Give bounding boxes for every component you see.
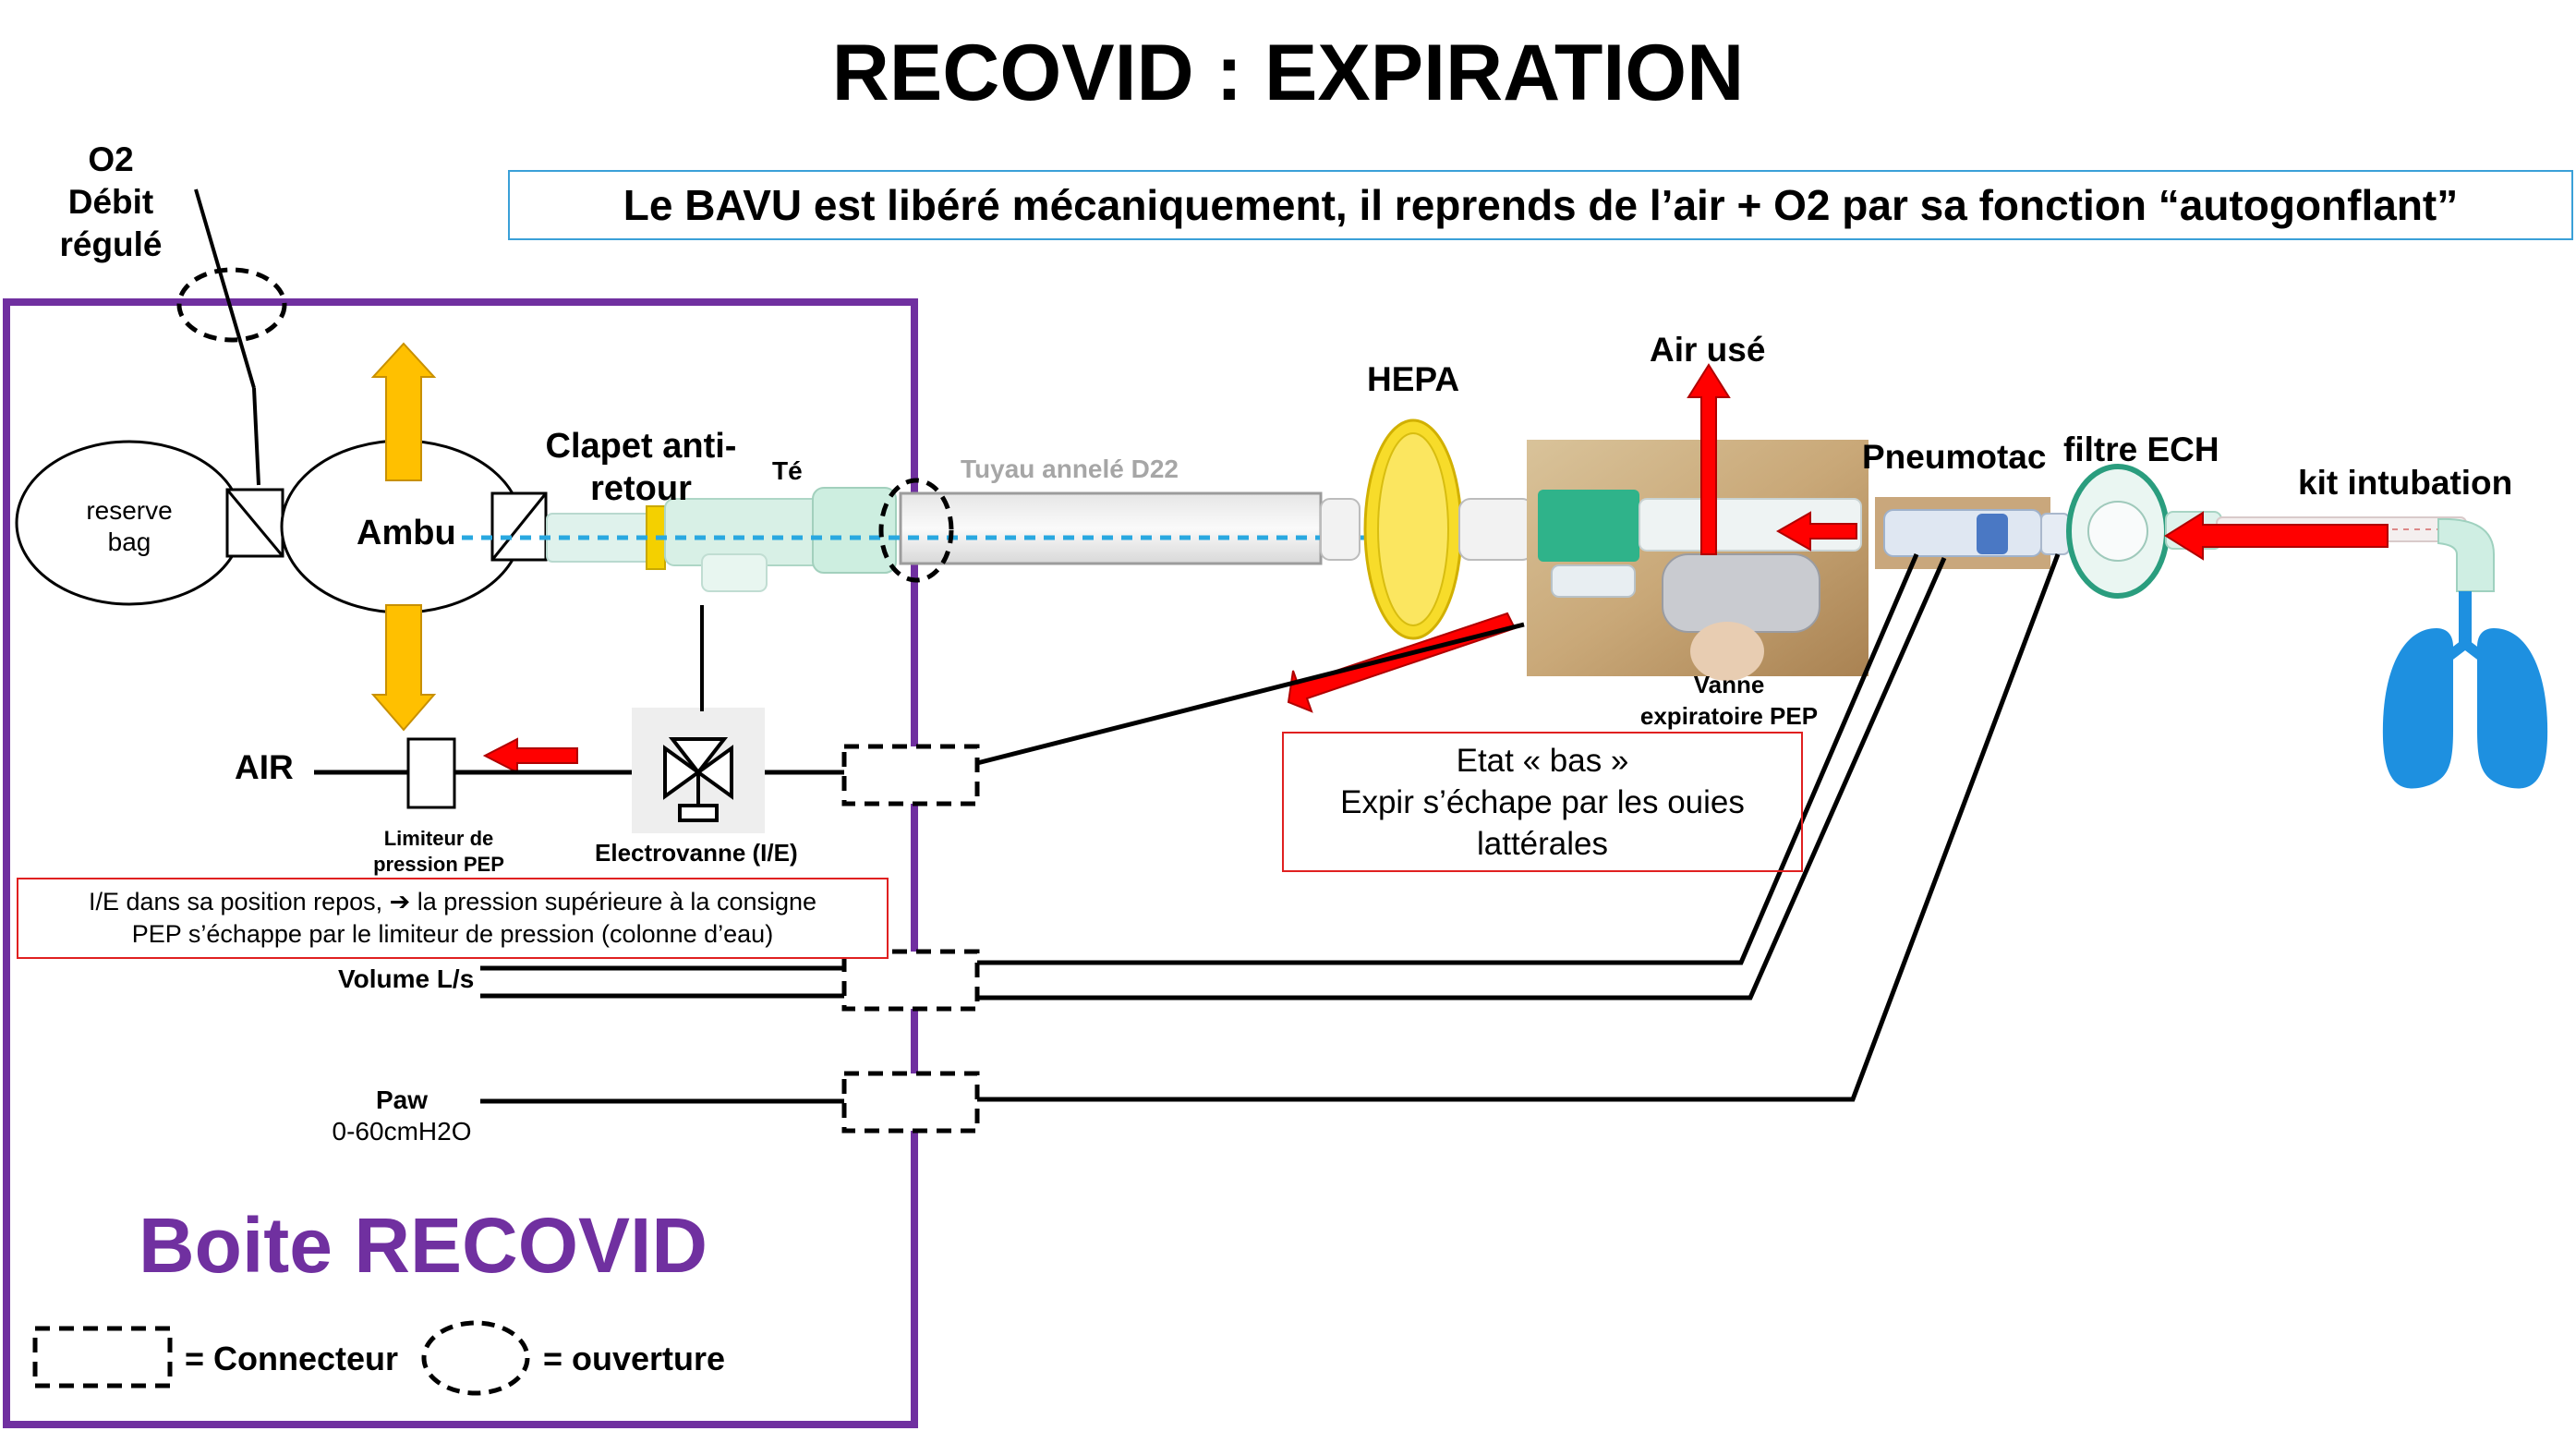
limiteur-label-line2: pression PEP <box>373 853 504 876</box>
kit-elbow <box>2437 517 2495 592</box>
electrovanne-symbol <box>663 737 733 822</box>
hepa-body <box>1320 498 1361 561</box>
hepa-outlet <box>1458 498 1534 561</box>
red-arrow-valve <box>1775 511 1857 552</box>
legend-connecteur-label: = Connecteur <box>185 1340 399 1377</box>
o2-line-lower <box>252 387 260 486</box>
te-connector <box>812 487 897 574</box>
line-valve-to-connector <box>976 622 1525 766</box>
vanne-label-line1: Vanne <box>1693 671 1765 698</box>
yellow-arrow-down <box>370 604 437 732</box>
vanne-label: Vanne expiratoire PEP <box>1618 669 1840 732</box>
line-volume-out-2 <box>977 556 1947 1000</box>
filtre-ech-label: filtre ECH <box>2063 431 2219 468</box>
etat-note-line1: Etat « bas » <box>1456 742 1629 779</box>
ie-note-line1: I/E dans sa position repos, ➔ la pressio… <box>88 888 817 916</box>
etat-note-line3: lattérales <box>1476 825 1609 862</box>
connector-paw <box>841 1071 980 1134</box>
recovid-box <box>3 298 918 1428</box>
hepa-filter-inner <box>1377 432 1449 626</box>
connector-electrovanne <box>841 744 980 806</box>
pneumotac-outlet <box>2040 513 2070 555</box>
limiteur-label-line1: Limiteur de <box>383 827 494 850</box>
reserve-bag-label-line2: bag <box>107 528 151 556</box>
vanne-label-line2: expiratoire PEP <box>1639 702 1819 730</box>
yellow-arrow-up <box>370 342 437 481</box>
ech-filter-center <box>2087 501 2148 562</box>
legend-connecteur-shape <box>32 1326 173 1389</box>
clapet-label-line1: Clapet anti- <box>545 427 737 466</box>
o2-opening <box>176 267 287 343</box>
corrugated-tube <box>899 491 1323 565</box>
reserve-bag-label: reserve bag <box>55 495 203 558</box>
paw-label: Paw 0-60cmH2O <box>314 1085 490 1147</box>
valve-photo-finger <box>1690 622 1764 681</box>
red-arrow-kit <box>2164 511 2389 561</box>
air-label: AIR <box>235 748 294 786</box>
volume-label: Volume L/s <box>338 964 475 993</box>
paw-label-line1: Paw <box>375 1085 429 1114</box>
etat-note-line2: Expir s’échape par les ouies <box>1340 783 1745 820</box>
kit-intubation-label: kit intubation <box>2298 464 2513 502</box>
limiteur-label: Limiteur de pression PEP <box>351 826 526 878</box>
o2-label-line1: O2 <box>88 140 134 178</box>
line-paw-out <box>977 553 2061 1102</box>
reserve-bag-label-line1: reserve <box>86 496 173 525</box>
subtitle-text: Le BAVU est libéré mécaniquement, il rep… <box>623 181 2459 229</box>
subtitle-box: Le BAVU est libéré mécaniquement, il rep… <box>508 170 2573 240</box>
o2-label: O2 Débit régulé <box>55 139 166 266</box>
box-title: Boite RECOVID <box>139 1202 708 1289</box>
line-volume-out-1 <box>977 553 1919 965</box>
legend-ouverture-shape <box>421 1320 530 1396</box>
page-title: RECOVID : EXPIRATION <box>831 29 1745 117</box>
te-label: Té <box>772 456 803 485</box>
legend-ouverture-label: = ouverture <box>543 1340 726 1377</box>
pneumotac-blue <box>1977 514 2008 554</box>
red-arrow-limiteur <box>482 737 578 774</box>
o2-label-line3: régulé <box>59 225 163 263</box>
valve-photo-green <box>1538 490 1639 562</box>
clapet-label: Clapet anti- retour <box>532 425 750 510</box>
lungs-icon <box>2382 591 2548 789</box>
etat-note: Etat « bas » Expir s’échape par les ouie… <box>1282 732 1803 872</box>
pneumotac-label: Pneumotac <box>1862 438 2047 476</box>
air-use-label: Air usé <box>1650 331 1766 369</box>
o2-label-line2: Débit <box>67 183 154 221</box>
ambu-valve-diagonal <box>490 492 548 561</box>
red-arrow-air-use <box>1687 363 1731 555</box>
electrovanne-label: Electrovanne (I/E) <box>595 839 798 867</box>
ie-note-line2: PEP s’échappe par le limiteur de pressio… <box>131 920 774 948</box>
o2-line <box>194 188 256 389</box>
limiteur-pep <box>406 737 456 809</box>
te-branch <box>701 553 768 592</box>
paw-label-line2: 0-60cmH2O <box>332 1117 472 1146</box>
tube-opening <box>878 478 954 583</box>
valve-photo-clip <box>1551 564 1636 598</box>
valve-photo-device <box>1662 553 1820 633</box>
pneumotac-body <box>1883 509 2042 557</box>
ie-note: I/E dans sa position repos, ➔ la pressio… <box>17 878 889 959</box>
hepa-label: HEPA <box>1367 360 1460 398</box>
tuyau-label: Tuyau annelé D22 <box>961 455 1179 483</box>
clapet-label-line2: retour <box>590 469 692 508</box>
reserve-valve-diagonal <box>225 489 284 557</box>
connector-volume <box>841 949 980 1012</box>
ambu-label: Ambu <box>357 514 456 552</box>
